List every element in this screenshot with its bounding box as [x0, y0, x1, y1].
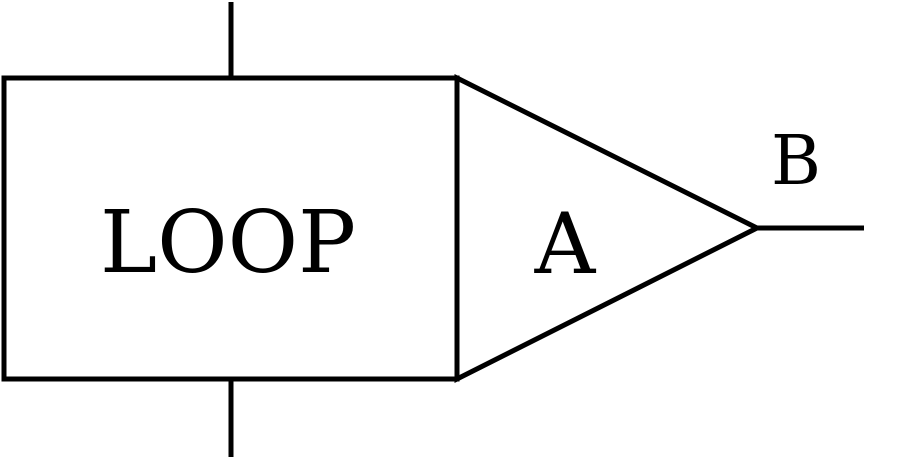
amplifier-triangle	[454, 73, 763, 384]
loop-label: LOOP	[100, 193, 356, 293]
amplifier-label: A	[534, 195, 597, 293]
output-label: B	[771, 122, 821, 201]
